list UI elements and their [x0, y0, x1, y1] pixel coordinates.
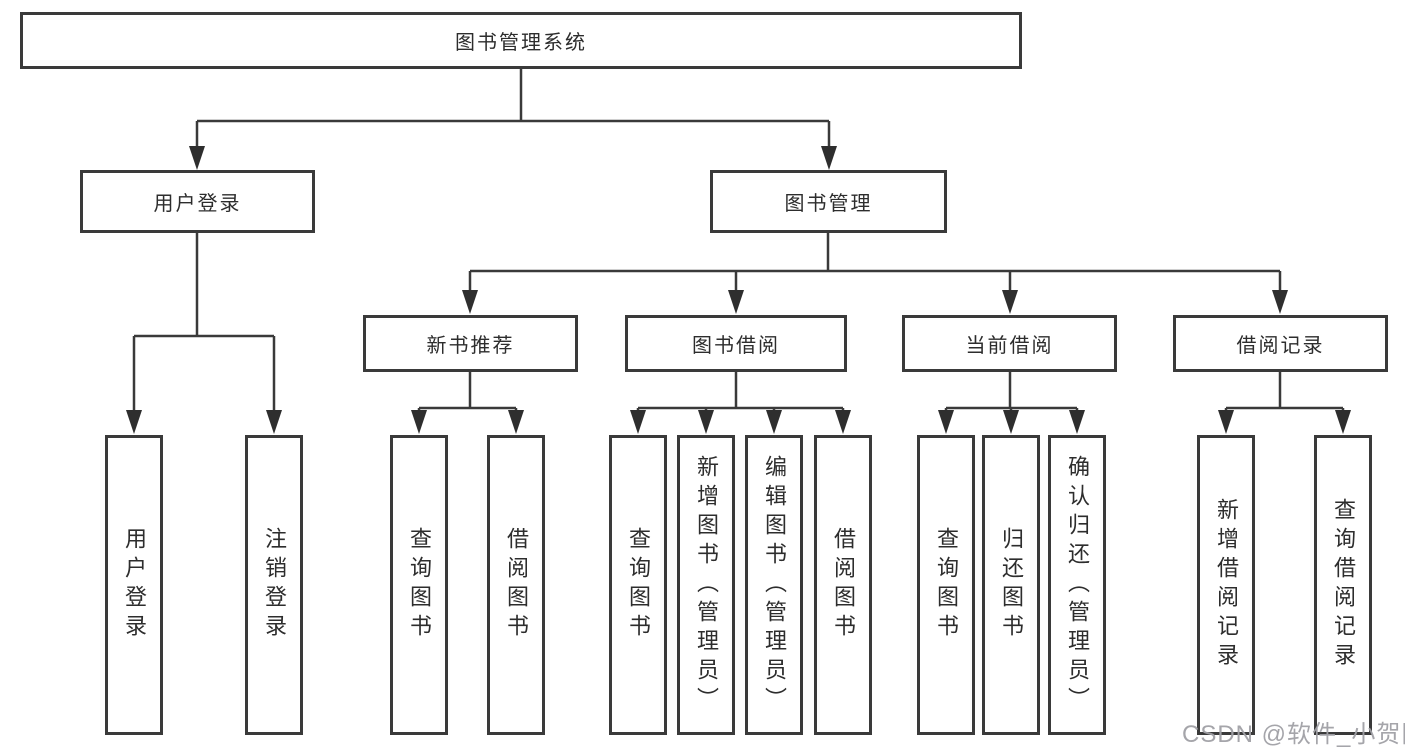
watermark: CSDN @软件_小贺同学 — [1182, 721, 1405, 747]
leaf-recommend-query-books: 查询图书 — [390, 435, 448, 735]
leaf-query-borrow-record: 查询借阅记录 — [1314, 435, 1372, 735]
node-borrow-records-label: 借阅记录 — [1236, 335, 1325, 357]
leaf-recommend-borrow-books: 借阅图书 — [487, 435, 545, 735]
leaf-confirm-return-admin: 确认归还（管理员） — [1048, 435, 1106, 735]
node-current-borrow-label: 当前借阅 — [965, 335, 1054, 357]
leaf-current-query-books-label: 查询图书 — [934, 527, 959, 643]
leaf-add-books-admin: 新增图书（管理员） — [677, 435, 735, 735]
leaf-borrow-books: 借阅图书 — [814, 435, 872, 735]
node-user-login: 用户登录 — [80, 170, 315, 233]
leaf-edit-books-admin: 编辑图书（管理员） — [745, 435, 803, 735]
leaf-query-borrow-record-label: 查询借阅记录 — [1331, 498, 1356, 672]
leaf-borrow-query-books-label: 查询图书 — [626, 527, 651, 643]
leaf-current-query-books: 查询图书 — [917, 435, 975, 735]
leaf-add-borrow-record: 新增借阅记录 — [1197, 435, 1255, 735]
leaf-user-login: 用户登录 — [105, 435, 163, 735]
node-borrow-records: 借阅记录 — [1173, 315, 1388, 372]
leaf-borrow-query-books: 查询图书 — [609, 435, 667, 735]
leaf-add-books-admin-label: 新增图书（管理员） — [694, 454, 719, 716]
leaf-logout: 注销登录 — [245, 435, 303, 735]
node-book-borrow-label: 图书借阅 — [692, 335, 780, 357]
leaf-return-books-label: 归还图书 — [999, 527, 1024, 643]
leaf-add-borrow-record-label: 新增借阅记录 — [1214, 498, 1239, 672]
node-book-management: 图书管理 — [710, 170, 947, 233]
leaf-logout-label: 注销登录 — [262, 527, 287, 643]
node-new-book-recommend-label: 新书推荐 — [426, 335, 515, 357]
leaf-recommend-borrow-books-label: 借阅图书 — [504, 527, 529, 643]
node-book-borrow: 图书借阅 — [625, 315, 847, 372]
leaf-user-login-label: 用户登录 — [122, 527, 147, 643]
node-book-management-label: 图书管理 — [784, 193, 873, 215]
node-root: 图书管理系统 — [20, 12, 1022, 69]
leaf-return-books: 归还图书 — [982, 435, 1040, 735]
leaf-borrow-books-label: 借阅图书 — [831, 527, 856, 643]
leaf-confirm-return-admin-label: 确认归还（管理员） — [1065, 454, 1090, 716]
node-root-label: 图书管理系统 — [455, 32, 587, 54]
leaf-recommend-query-books-label: 查询图书 — [407, 527, 432, 643]
arrowhead-icons — [126, 146, 1351, 434]
node-current-borrow: 当前借阅 — [902, 315, 1117, 372]
leaf-edit-books-admin-label: 编辑图书（管理员） — [762, 454, 787, 716]
node-new-book-recommend: 新书推荐 — [363, 315, 578, 372]
node-user-login-label: 用户登录 — [153, 193, 242, 215]
